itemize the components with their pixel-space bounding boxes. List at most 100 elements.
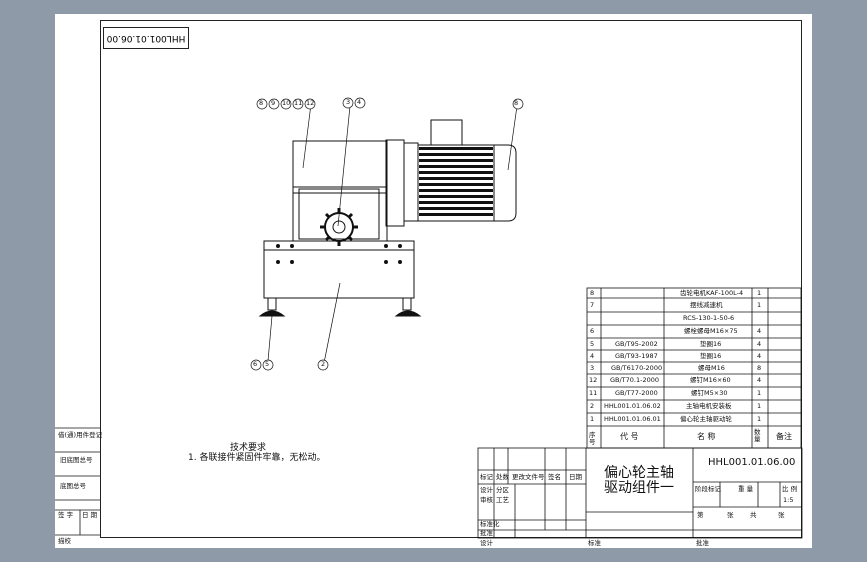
bom-header-name: 名 称 bbox=[697, 432, 716, 441]
bom-code: GB/T6170-2000 bbox=[611, 364, 663, 372]
scale-label: 比 例 bbox=[782, 485, 798, 493]
balloon-label: 2 bbox=[321, 360, 326, 368]
bom-no: 4 bbox=[590, 352, 595, 360]
bom-header-no: 序号 bbox=[589, 431, 596, 446]
motor-end-cap bbox=[493, 144, 517, 222]
date-label: 日期 bbox=[569, 473, 582, 481]
title-block-grid bbox=[477, 447, 803, 539]
balloon-label: 11 bbox=[294, 99, 303, 107]
left-foot bbox=[258, 310, 286, 317]
title-line-2: 驱动组件一 bbox=[604, 480, 674, 496]
balloon-label: 5 bbox=[265, 360, 270, 368]
weight-label: 重 量 bbox=[738, 485, 754, 493]
balloon-circles bbox=[250, 97, 524, 371]
bom-qty: 1 bbox=[757, 389, 762, 397]
sprocket-teeth bbox=[320, 208, 358, 246]
balloon-label: 6 bbox=[253, 360, 258, 368]
bom-no: 3 bbox=[590, 364, 595, 372]
sheets-of: 张 bbox=[727, 511, 734, 519]
left-strip-label-1: 借(通)用件登记 bbox=[58, 431, 103, 439]
bom-qty: 1 bbox=[757, 415, 762, 423]
bom-no: 2 bbox=[590, 402, 595, 410]
drawing-sheet bbox=[55, 14, 812, 548]
bom-name: RCS-130-1-50-6 bbox=[683, 314, 735, 322]
balloon-label: 12 bbox=[306, 99, 315, 107]
designer-label: 设计 bbox=[480, 486, 493, 494]
bom-no: 5 bbox=[590, 340, 595, 348]
left-strip-label-4: 签 字 bbox=[58, 511, 74, 519]
left-strip-label-6: 描校 bbox=[58, 537, 71, 545]
right-foot bbox=[394, 310, 422, 317]
bom-header-remark: 备注 bbox=[776, 432, 792, 441]
bom-code: GB/T93-1987 bbox=[615, 352, 658, 360]
tech-req-item: 1. 各联接件紧固件牢靠，无松动。 bbox=[188, 453, 326, 463]
title-line-1: 偏心轮主轴 bbox=[604, 465, 674, 481]
bom-no: 1 bbox=[590, 415, 595, 423]
bom-no: 7 bbox=[590, 301, 595, 309]
bom-qty: 4 bbox=[757, 352, 762, 360]
stage-label: 阶段标记 bbox=[695, 485, 721, 493]
approve-label: 批准 bbox=[480, 529, 493, 537]
scale-value: 1:5 bbox=[783, 496, 794, 504]
bom-code: GB/T70.1-2000 bbox=[610, 376, 660, 384]
bom-qty: 4 bbox=[757, 376, 762, 384]
gearbox-upper bbox=[292, 140, 388, 194]
balloon-label: 8 bbox=[259, 99, 264, 107]
process-label: 工艺 bbox=[496, 496, 509, 504]
balloon-label: 4 bbox=[357, 98, 362, 106]
bom-name: 螺钉M5×30 bbox=[691, 389, 728, 397]
balloon-label: 9 bbox=[271, 99, 276, 107]
total-sheets: 张 bbox=[778, 511, 785, 519]
terminal-box bbox=[430, 119, 463, 146]
bom-no: 8 bbox=[590, 289, 595, 297]
bottom-label-3: 批准 bbox=[696, 539, 709, 547]
zone-label: 分区 bbox=[496, 486, 509, 494]
bom-no: 12 bbox=[589, 376, 598, 384]
motor-flange bbox=[385, 139, 405, 227]
sheet-label: 第 bbox=[697, 511, 704, 519]
total-label: 共 bbox=[750, 511, 757, 519]
balloon-label: 8 bbox=[514, 99, 519, 107]
checker-label: 审核 bbox=[480, 496, 493, 504]
bom-name: 螺钉M16×60 bbox=[690, 376, 731, 384]
drawing-frame bbox=[100, 20, 802, 538]
bom-grid bbox=[586, 287, 802, 449]
bom-name: 主轴电机安装板 bbox=[686, 402, 732, 410]
bom-code: GB/T95-2002 bbox=[615, 340, 658, 348]
leader-lines bbox=[267, 103, 518, 364]
plate-holes bbox=[276, 244, 402, 264]
count-label: 处数 bbox=[496, 473, 509, 481]
change-doc-label: 更改文件号 bbox=[512, 473, 545, 481]
bom-name: 齿轮电机KAF-100L-4 bbox=[680, 289, 744, 297]
mark-label: 标记 bbox=[480, 473, 493, 481]
bom-name: 摆线减速机 bbox=[690, 301, 723, 309]
bom-qty: 1 bbox=[757, 402, 762, 410]
bom-code: HHL001.01.06.01 bbox=[604, 415, 661, 423]
bom-name: 垫圈16 bbox=[700, 352, 722, 360]
sign-label: 签名 bbox=[548, 473, 561, 481]
gearbox-inner bbox=[298, 188, 380, 240]
tech-req-heading: 技术要求 bbox=[230, 443, 267, 453]
bom-qty: 1 bbox=[757, 301, 762, 309]
bom-name: 螺母M16 bbox=[698, 364, 725, 372]
bottom-label-2: 标准 bbox=[588, 539, 601, 547]
balloon-label: 3 bbox=[346, 98, 351, 106]
left-strip-grid bbox=[55, 427, 100, 536]
title-drawing-number: HHL001.01.06.00 bbox=[708, 457, 796, 468]
bom-qty: 4 bbox=[757, 327, 762, 335]
bom-name: 垫圈16 bbox=[700, 340, 722, 348]
motor-cooling-fins bbox=[419, 147, 493, 216]
bom-qty: 1 bbox=[757, 289, 762, 297]
left-strip-label-5: 日 期 bbox=[82, 511, 98, 519]
bom-code: GB/T77-2000 bbox=[615, 389, 658, 397]
bom-header-qty: 数量 bbox=[754, 428, 761, 443]
balloon-label: 10 bbox=[282, 99, 291, 107]
bom-qty: 8 bbox=[757, 364, 762, 372]
bom-header-code: 代 号 bbox=[620, 432, 639, 441]
bom-no: 6 bbox=[590, 327, 595, 335]
standard-label: 标准化 bbox=[480, 520, 500, 528]
bottom-label-1: 设计 bbox=[480, 539, 493, 547]
bom-no: 11 bbox=[589, 389, 598, 397]
bom-name: 偏心轮主轴驱动轮 bbox=[680, 415, 732, 423]
